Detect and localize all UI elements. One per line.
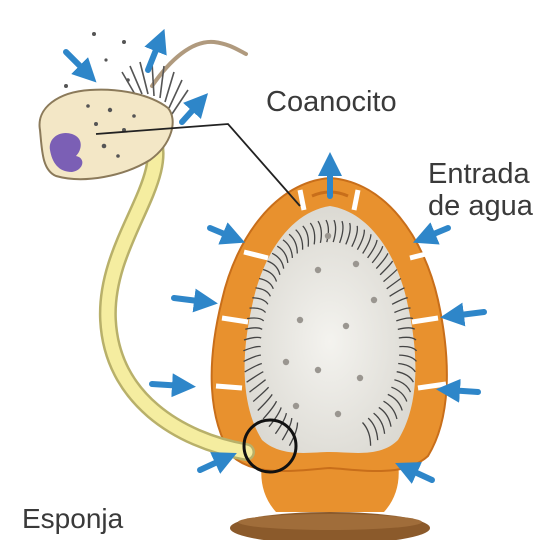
particle xyxy=(357,375,363,381)
particle xyxy=(325,233,331,239)
label-water-inlet: Entrada de agua xyxy=(428,158,533,223)
particle xyxy=(353,261,359,267)
choanocyte-cell xyxy=(40,42,246,179)
label-water-inlet-line1: Entrada xyxy=(428,158,533,190)
particle xyxy=(297,317,303,323)
particle xyxy=(343,323,349,329)
substrate-shade xyxy=(238,514,422,530)
particle xyxy=(315,367,321,373)
particle xyxy=(293,403,299,409)
label-sponge: Esponja xyxy=(22,503,123,534)
particle xyxy=(371,297,377,303)
flagellum xyxy=(152,42,246,86)
particle xyxy=(335,411,341,417)
label-water-inlet-line2: de agua xyxy=(428,190,533,222)
particle xyxy=(315,267,321,273)
label-choanocyte: Coanocito xyxy=(266,86,397,118)
particle xyxy=(283,359,289,365)
